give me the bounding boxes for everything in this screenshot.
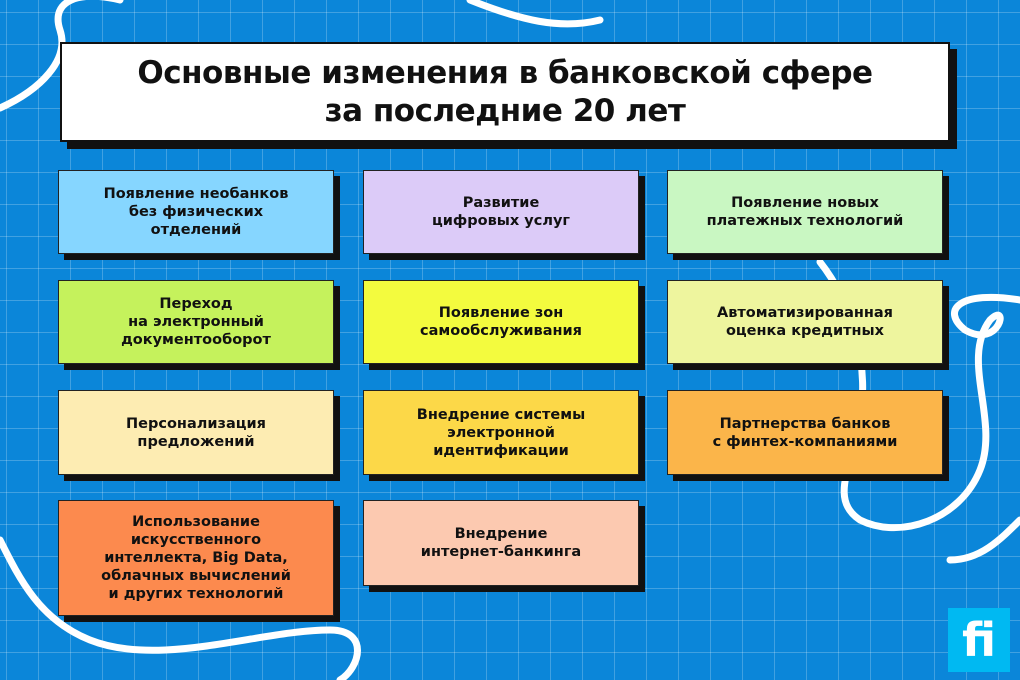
card-fintech-partnership: Партнерства банков с финтех-компаниями bbox=[667, 390, 943, 475]
title-line-2: за последние 20 лет bbox=[324, 93, 686, 129]
card-e-identification: Внедрение системы электронной идентифика… bbox=[363, 390, 639, 475]
card-digital-services: Развитие цифровых услуг bbox=[363, 170, 639, 254]
card-internet-banking: Внедрение интернет-банкинга bbox=[363, 500, 639, 586]
card-credit-scoring: Автоматизированная оценка кредитных bbox=[667, 280, 943, 364]
card-personalization: Персонализация предложений bbox=[58, 390, 334, 475]
page-title: Основные изменения в банковской сфере за… bbox=[60, 42, 950, 142]
card-self-service: Появление зон самообслуживания bbox=[363, 280, 639, 364]
card-neobanks: Появление необанков без физических отдел… bbox=[58, 170, 334, 254]
card-payment-tech: Появление новых платежных технологий bbox=[667, 170, 943, 254]
logo: fi bbox=[948, 608, 1010, 672]
card-electronic-docs: Переход на электронный документооборот bbox=[58, 280, 334, 364]
title-line-1: Основные изменения в банковской сфере bbox=[137, 55, 873, 91]
card-ai-bigdata: Использование искусственного интеллекта,… bbox=[58, 500, 334, 616]
